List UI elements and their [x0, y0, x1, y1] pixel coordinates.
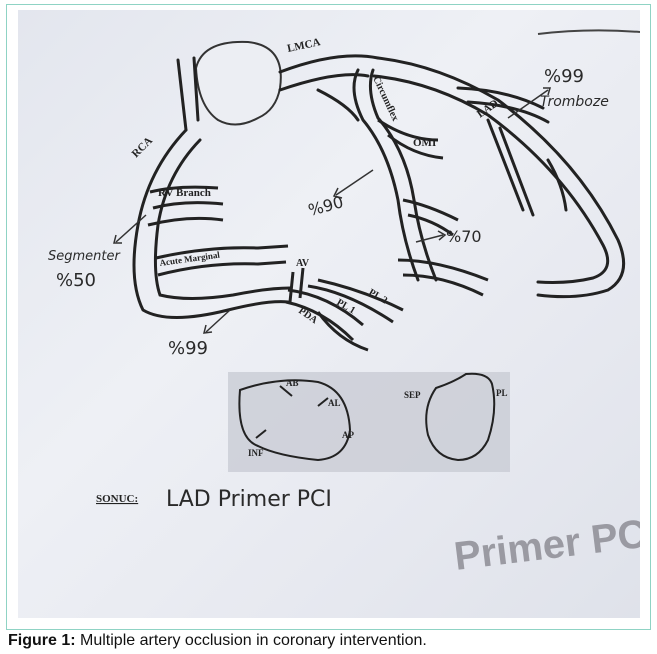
label-circumflex: Circumflex	[370, 75, 400, 123]
wall-label-al: AL	[328, 398, 341, 408]
note-lad-trombus: Tromboze	[540, 94, 609, 110]
note-rv-occlusion: %50	[56, 270, 96, 291]
figure-photo: LMCA RCA Circumflex LAD OMI RV Branch Ac…	[18, 10, 640, 618]
circumflex-vessel	[318, 70, 436, 280]
wall-label-pl: PL	[496, 388, 508, 398]
label-rv-branch: RV Branch	[158, 187, 211, 199]
coronary-diagram: LMCA RCA Circumflex LAD OMI RV Branch Ac…	[18, 10, 640, 618]
label-rca: RCA	[130, 135, 155, 160]
label-omi: OMI	[413, 137, 436, 149]
wall-diagram-panel	[228, 372, 510, 472]
wall-label-ab: AB	[286, 378, 299, 388]
conclusion-label: SONUC:	[96, 493, 138, 505]
wall-label-sep: SEP	[404, 390, 421, 400]
primer-pci-stamp: Primer PCI	[452, 510, 640, 579]
note-segmenter: Segmenter	[48, 249, 121, 264]
conclusion-value: LAD Primer PCI	[166, 487, 332, 512]
note-om-occlusion: %70	[446, 227, 482, 246]
caption-text: Multiple artery occlusion in coronary in…	[76, 632, 427, 649]
paper-edge	[538, 30, 640, 34]
note-circumflex-occlusion: %90	[306, 192, 345, 220]
label-pda: PDA	[296, 305, 320, 326]
caption-label: Figure 1:	[8, 632, 76, 649]
wall-label-ap: AP	[342, 430, 354, 440]
lmca-vessel	[280, 56, 378, 90]
note-lad-occlusion: %99	[544, 66, 584, 87]
wall-label-inf: INF	[248, 448, 264, 458]
note-rca-occlusion: %99	[168, 338, 208, 359]
label-lmca: LMCA	[286, 36, 321, 55]
finger-outline	[196, 42, 281, 125]
label-av: AV	[296, 258, 310, 269]
figure-caption: Figure 1: Multiple artery occlusion in c…	[8, 632, 427, 650]
